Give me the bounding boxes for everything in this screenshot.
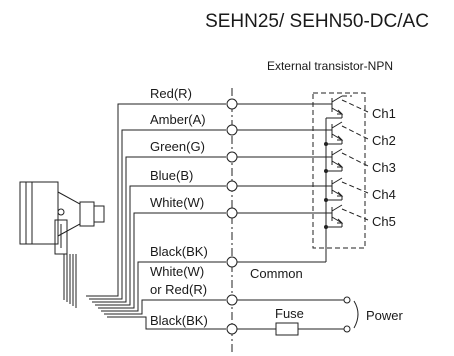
terminal-blue (226, 180, 238, 192)
diagram-title: SEHN25/ SEHN50-DC/AC (205, 11, 429, 32)
external-transistor-block (312, 92, 366, 249)
transistor-ch1-icon (326, 95, 352, 119)
cable-bundle (63, 254, 77, 308)
terminal-power-positive (226, 294, 238, 306)
terminal-to-transistor-wires (237, 103, 332, 214)
power-brace (353, 300, 359, 329)
wire-label-red: Red(R) (150, 86, 192, 101)
diagram-subtitle: External transistor-NPN (267, 59, 393, 73)
power-terminal-positive (343, 296, 351, 304)
fuse-label: Fuse (275, 306, 304, 321)
common-bus-junctions (324, 142, 328, 229)
common-label: Common (250, 266, 303, 281)
channel-label-ch5: Ch5 (372, 214, 396, 229)
power-terminal-negative (343, 325, 351, 333)
terminal-red (226, 98, 238, 110)
power-wire-label-line1: White(W) (150, 264, 204, 279)
wire-label-amber: Amber(A) (150, 112, 206, 127)
terminal-green (226, 151, 238, 163)
horn-speaker-icon (19, 181, 105, 255)
power-wire-label-line2: or Red(R) (150, 282, 207, 297)
terminal-common (226, 256, 238, 268)
power-label: Power (366, 308, 404, 323)
signal-wires (86, 103, 226, 330)
transistor-ch3-icon (326, 148, 344, 172)
terminal-power-ground (226, 323, 238, 335)
transistor-ch5-icon (326, 204, 344, 228)
transistor-ch4-icon (326, 177, 344, 201)
power-circuit (237, 296, 359, 336)
terminal-amber (226, 124, 238, 136)
channel-label-ch1: Ch1 (372, 106, 396, 121)
channel-leaders (341, 99, 369, 221)
wire-label-white: White(W) (150, 195, 204, 210)
terminal-white (226, 207, 238, 219)
channel-label-ch4: Ch4 (372, 187, 396, 202)
fuse-icon (275, 322, 299, 336)
channel-label-ch3: Ch3 (372, 160, 396, 175)
wire-label-green: Green(G) (150, 139, 205, 154)
wire-label-blue: Blue(B) (150, 168, 193, 183)
channel-label-ch2: Ch2 (372, 133, 396, 148)
terminal-block (226, 98, 238, 335)
power-ground-label: Black(BK) (150, 313, 208, 328)
wire-label-black: Black(BK) (150, 244, 208, 259)
transistor-ch2-icon (326, 121, 344, 145)
